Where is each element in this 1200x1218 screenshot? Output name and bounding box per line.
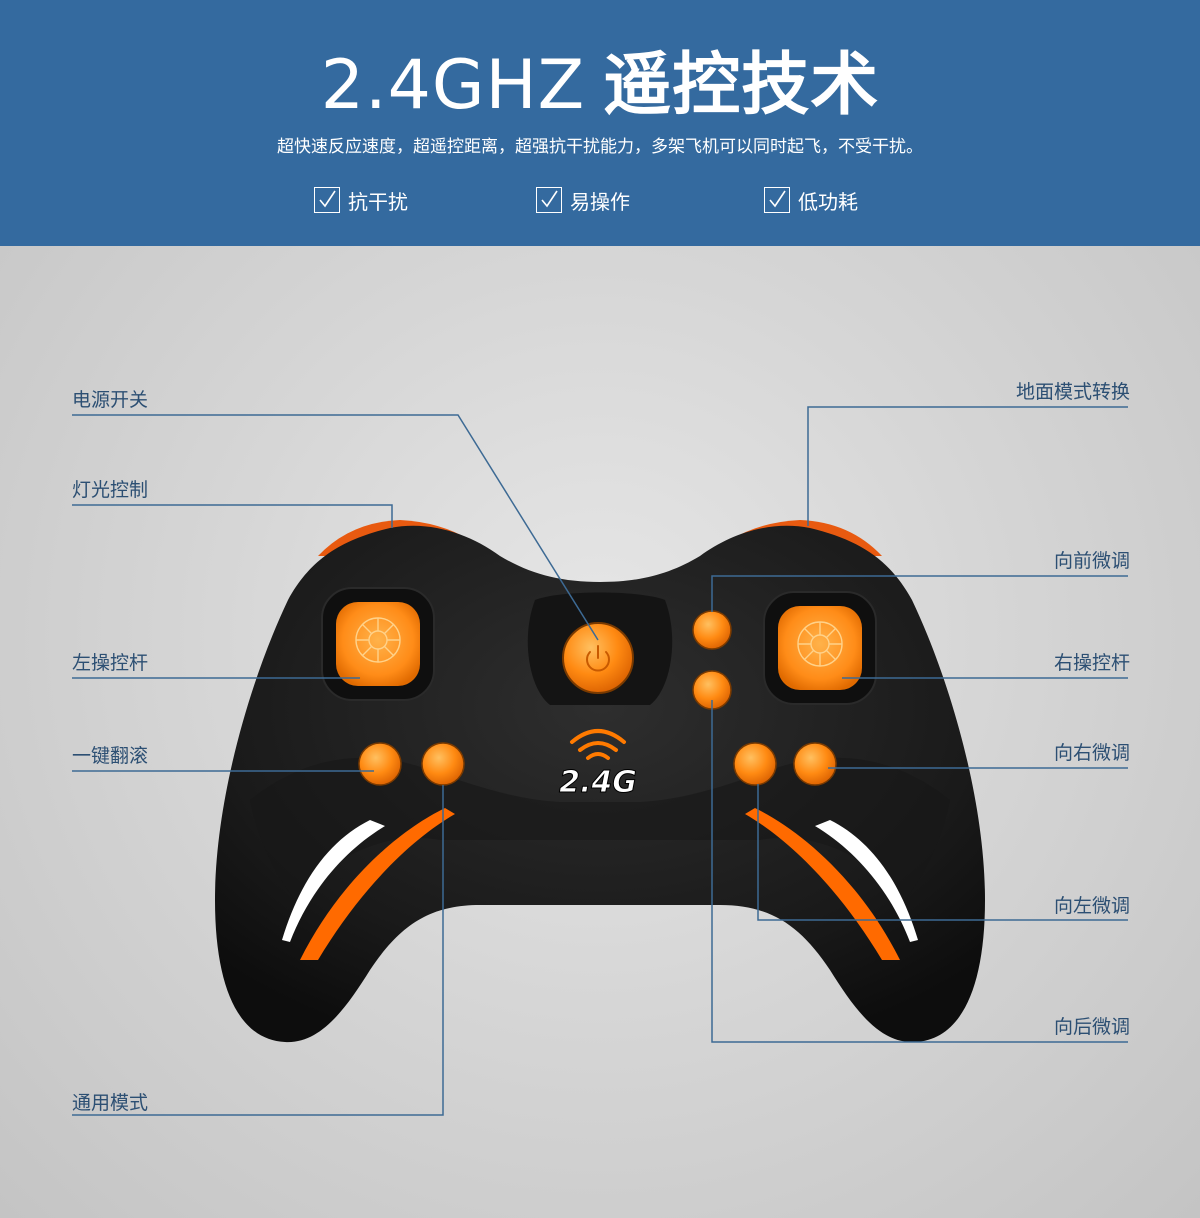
feature-anti-interference: 抗干扰 [314, 184, 408, 216]
callout-lines [72, 406, 1128, 1116]
feature-low-power: 低功耗 [764, 184, 858, 216]
checkbox-icon [536, 187, 562, 213]
one-key-roll-button [358, 742, 402, 786]
body-lower-face [250, 757, 950, 900]
checkbox-icon [314, 187, 340, 213]
label-power-switch: 电源开关 [72, 389, 149, 411]
label-ground-mode-switch: 地面模式转换 [1015, 381, 1130, 403]
label-general-mode: 通用模式 [72, 1092, 149, 1114]
power-icon [586, 645, 610, 672]
feature-easy-operation: 易操作 [536, 184, 630, 216]
wireless-signal-icon [570, 729, 626, 760]
left-grip-stripe-white [282, 820, 385, 942]
feature-label: 易操作 [570, 189, 630, 214]
left-stick [336, 602, 420, 686]
forward-trim-button [692, 610, 732, 650]
right-grip-stripe-white [815, 820, 918, 942]
feature-label: 低功耗 [798, 189, 858, 214]
left-grip-stripe-orange [300, 808, 455, 960]
right-stick [778, 606, 862, 690]
title-chinese: 遥控技术 [603, 46, 880, 125]
checkbox-icon [764, 187, 790, 213]
label-right-stick: 右操控杆 [1053, 652, 1130, 674]
right-grip-stripe-orange [745, 808, 900, 960]
label-left-trim: 向左微调 [1053, 895, 1130, 917]
general-mode-button [421, 742, 465, 786]
feature-label: 抗干扰 [348, 189, 408, 214]
title-english: 2.4GHZ [320, 46, 586, 125]
label-one-key-roll: 一键翻滚 [72, 745, 149, 767]
label-right-trim: 向右微调 [1053, 742, 1130, 764]
label-left-stick: 左操控杆 [72, 652, 149, 674]
label-backward-trim: 向后微调 [1053, 1016, 1130, 1038]
right-stick-cap-icon [797, 621, 843, 667]
left-trim-button [733, 742, 777, 786]
controller-logo: 2.4G [559, 765, 637, 800]
feature-list: 抗干扰 易操作 低功耗 [0, 184, 1200, 216]
subtitle: 超快速反应速度，超遥控距离，超强抗干扰能力，多架飞机可以同时起飞，不受干扰。 [277, 137, 923, 157]
right-trim-button [793, 742, 837, 786]
label-light-control: 灯光控制 [72, 479, 149, 501]
left-stick-cap-icon [355, 617, 401, 663]
label-forward-trim: 向前微调 [1053, 550, 1130, 572]
